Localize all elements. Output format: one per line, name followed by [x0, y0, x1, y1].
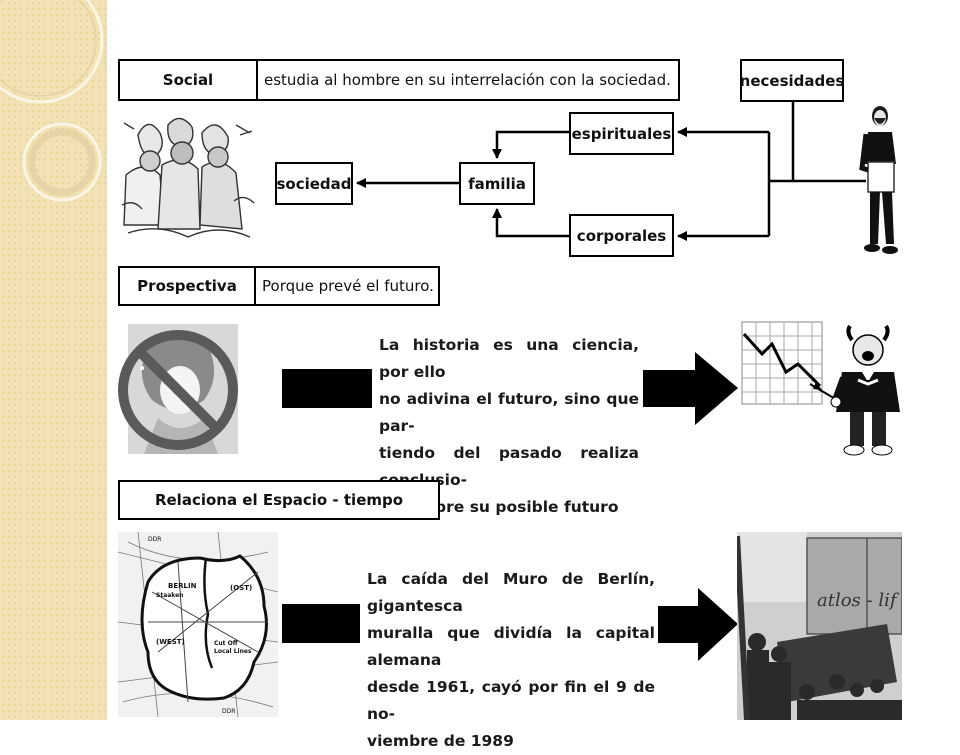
- espacio-text: La caída del Muro de Berlín, gigantesca …: [367, 566, 655, 755]
- espacio-l3-year: 1961: [426, 678, 470, 696]
- map-label-ddr-bottom: DDR: [222, 708, 236, 715]
- espacio-text-line1: La caída del Muro de Berlín, gigantesca: [367, 566, 655, 620]
- espacio-text-line2: muralla que dividía la capital alemana: [367, 624, 655, 669]
- prospectiva-title: Prospectiva: [120, 268, 256, 304]
- prospectiva-text-line2: no adivina el futuro, sino que par-: [379, 390, 639, 435]
- espacio-text-line4: viembre de 1989: [367, 732, 514, 750]
- espacio-l1-bold: Berlín: [597, 570, 650, 588]
- map-label-ost: (OST): [230, 584, 253, 592]
- needs-box: necesidades: [740, 59, 844, 102]
- social-title: Social: [120, 61, 258, 99]
- espacio-l3-mid: , cayó por fin el: [469, 678, 616, 696]
- map-label-berlin: BERLIN: [168, 582, 197, 590]
- berlin-map: DDR BERLIN (OST) Staaken (WEST) Cut Off …: [118, 532, 278, 717]
- berlin-map-drawing: [118, 532, 278, 717]
- decorative-circles: [0, 0, 104, 202]
- map-label-west: (WEST): [156, 638, 185, 646]
- espacio-l3-pre: desde: [367, 678, 427, 696]
- espacio-l1-pre: La caída del Muro de: [367, 570, 598, 588]
- crowd-illustration: [118, 105, 258, 250]
- map-label-lines: Local Lines: [214, 648, 252, 655]
- map-label-ddr-top: DDR: [148, 536, 162, 543]
- connector-bar: [282, 369, 372, 408]
- berlin-wall-photo: atlos - lif: [737, 532, 902, 720]
- wall-graffiti: atlos - lif: [817, 590, 897, 611]
- chart-presenter-icon: [741, 321, 900, 456]
- map-label-staaken: Staaken: [156, 592, 184, 599]
- espacio-l1-post: , gigantesca: [367, 570, 655, 615]
- espacio-text-line3: desde 1961, cayó por fin el 9 de no-: [367, 674, 655, 728]
- map-label-cutoff: Cut Off: [214, 640, 238, 647]
- connector-bar-2: [282, 604, 360, 643]
- social-definition: estudia al hombre en su interrelación co…: [264, 71, 671, 89]
- decorative-side-strip: [0, 0, 107, 720]
- spiritual-needs-box: espirituales: [569, 112, 674, 155]
- bodily-needs-box: corporales: [569, 214, 674, 257]
- social-row: Social estudia al hombre en su interrela…: [118, 59, 680, 101]
- fortune-teller-crossed-icon: [118, 324, 238, 454]
- society-box: sociedad: [275, 162, 353, 205]
- family-box: familia: [459, 162, 535, 205]
- right-arrow-icon-2: [658, 588, 738, 661]
- espacio-l3-bold: 9 de no-: [367, 678, 656, 723]
- berlin-wall-photo-drawing: [737, 532, 902, 720]
- prospectiva-definition: Porque prevé el futuro.: [262, 277, 434, 295]
- espacio-tiempo-title: Relaciona el Espacio - tiempo: [118, 480, 440, 520]
- prospectiva-text-line1: La historia es una ciencia, por ello: [379, 336, 639, 381]
- man-figure: [859, 106, 898, 254]
- prospectiva-row: Prospectiva Porque prevé el futuro.: [118, 266, 440, 306]
- right-arrow-icon: [643, 352, 738, 425]
- diagram-connectors: [356, 102, 866, 241]
